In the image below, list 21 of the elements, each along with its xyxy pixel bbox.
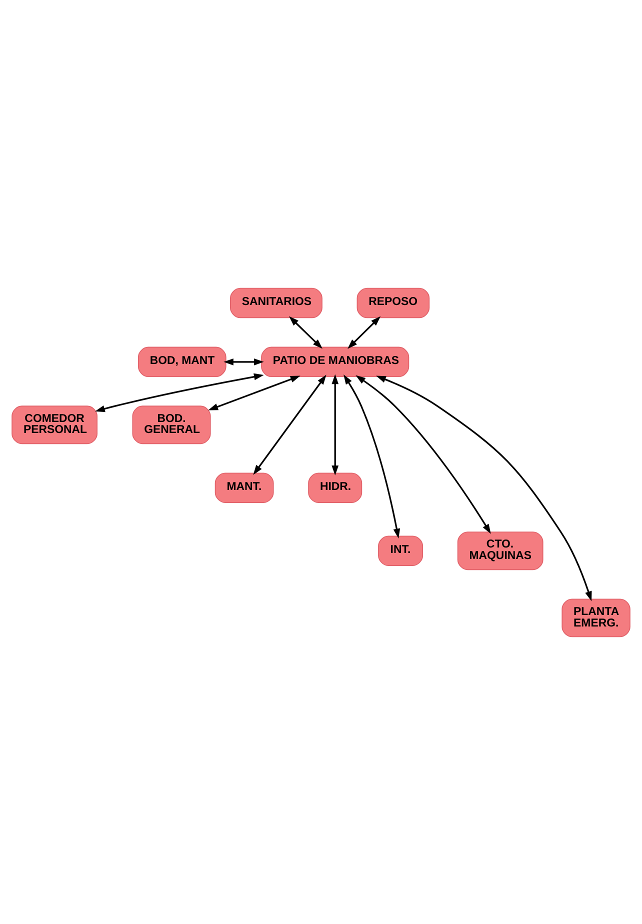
arrow [348,316,381,348]
arrow [208,375,300,410]
node-box: REPOSO [356,287,430,318]
node-box: COMEDOR PERSONAL [12,405,98,444]
arrow [344,374,400,538]
arrow [356,374,491,534]
arrow [224,358,264,365]
node-box: PATIO DE MANIOBRAS [261,346,410,377]
node-box: SANITARIOS [230,287,322,318]
node-box: CTO. MAQUINAS [457,531,544,570]
node-box: BOD. GENERAL [132,405,211,444]
node-box: MANT. [214,472,274,502]
node-box: BOD, MANT [138,346,226,377]
node-box: HIDR. [308,472,362,502]
arrow [253,374,326,474]
arrow [376,375,592,601]
arrow [289,316,322,348]
arrow [332,374,339,475]
node-box: PLANTA EMERG. [562,598,630,637]
node-box: INT. [378,535,424,566]
arrow [95,372,264,412]
